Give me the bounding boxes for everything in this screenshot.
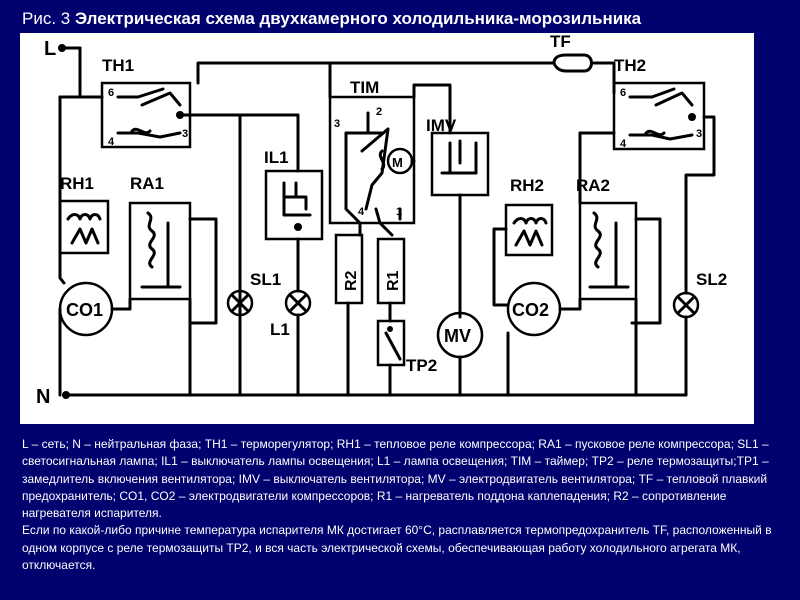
note-text: Если по какой-либо причине температура и…: [22, 523, 772, 573]
tf-thermal-fuse: TF: [550, 33, 593, 73]
mv-fan-motor: MV: [436, 311, 484, 359]
sl2-signal-lamp: SL2: [672, 270, 727, 319]
circuit-diagram: L N TH1 6 4 3 RH1 RA1 CO1: [20, 33, 754, 424]
label-tim: TIM: [350, 78, 379, 97]
label-ra1: RA1: [130, 174, 164, 193]
label-rh1: RH1: [60, 174, 94, 193]
label-tp2: TP2: [406, 356, 437, 375]
label-ra2: RA2: [576, 176, 610, 195]
caption: L – сеть; N – нейтральная фаза; TH1 – те…: [22, 436, 790, 574]
svg-text:3: 3: [334, 118, 340, 130]
svg-text:6: 6: [108, 87, 114, 99]
svg-text:2: 2: [376, 106, 382, 118]
co2-compressor-motor: CO2: [506, 281, 562, 337]
legend-text: L – сеть; N – нейтральная фаза; TH1 – те…: [22, 437, 769, 521]
il1-light-switch: IL1: [264, 148, 324, 241]
label-imv: IMV: [426, 116, 457, 135]
label-sl2: SL2: [696, 270, 727, 289]
label-r2: R2: [343, 270, 360, 291]
ra1-start-relay: RA1: [128, 174, 192, 301]
label-mv: MV: [444, 326, 471, 346]
rh1-overload-relay: RH1: [58, 174, 110, 255]
label-timer-motor: M: [392, 155, 403, 170]
line-bus: [60, 46, 104, 99]
imv-fan-switch: IMV: [426, 116, 490, 197]
label-th2: TH2: [614, 56, 646, 75]
svg-text:3: 3: [696, 128, 702, 140]
rh2-overload-relay: RH2: [504, 176, 554, 257]
label-co2: CO2: [512, 300, 549, 320]
label-th1: TH1: [102, 56, 134, 75]
label-r1: R1: [385, 270, 402, 291]
label-sl1: SL1: [250, 270, 281, 289]
figure-title: Электрическая схема двухкамерного холоди…: [74, 9, 642, 28]
tp2-thermal-protection-relay: TP2: [376, 319, 437, 375]
ra2-start-relay: RA2: [576, 176, 638, 301]
r2-evaporator-heater: R2: [334, 233, 364, 305]
label-tf: TF: [550, 33, 571, 51]
svg-text:1: 1: [396, 206, 402, 218]
svg-text:4: 4: [620, 138, 627, 150]
label-co1: CO1: [66, 300, 103, 320]
svg-text:6: 6: [620, 87, 626, 99]
svg-text:4: 4: [108, 136, 115, 148]
label-il1: IL1: [264, 148, 289, 167]
label-rh2: RH2: [510, 176, 544, 195]
label-N: N: [36, 386, 50, 408]
th2-thermostat: TH2 6 4 3: [612, 56, 706, 151]
tim-timer: M TIM 2 3 4 1: [328, 78, 416, 225]
page-title: Рис. 3 Электрическая схема двухкамерного…: [22, 6, 792, 32]
svg-text:3: 3: [182, 128, 188, 140]
figure-number: Рис. 3: [22, 9, 75, 28]
label-L: L: [44, 38, 56, 60]
sl1-signal-lamp: SL1: [226, 270, 281, 317]
svg-text:4: 4: [358, 206, 365, 218]
l1-light-bulb: L1: [270, 289, 312, 339]
th1-thermostat: TH1 6 4 3: [100, 56, 192, 149]
r1-drip-tray-heater: R1: [376, 237, 406, 305]
label-l1: L1: [270, 320, 290, 339]
co1-compressor-motor: CO1: [58, 281, 114, 337]
